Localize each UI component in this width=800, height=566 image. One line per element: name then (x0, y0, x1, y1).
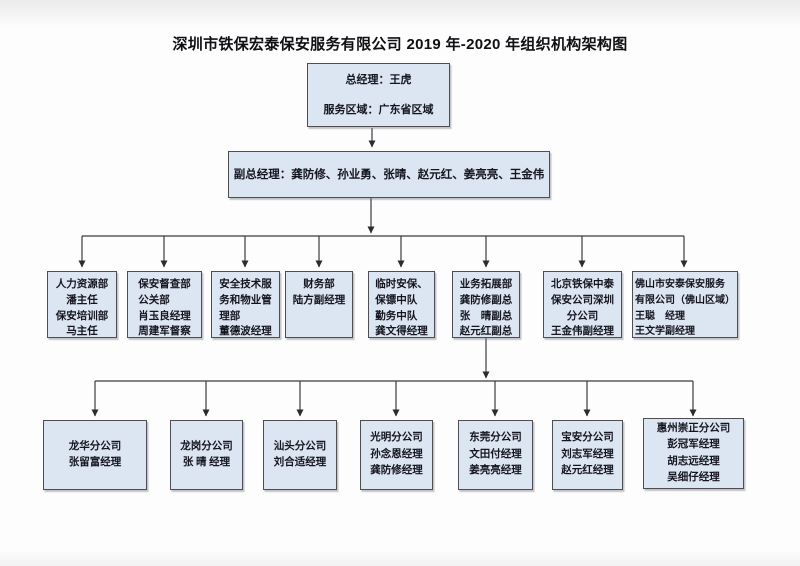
branch-huizhou-chongzheng-text: 惠州崇正分公司 彭冠军经理 胡志远经理 吴细仔经理 (656, 422, 731, 484)
dept-security-tech-property: 安全技术服 务和物业管 理部 董德波经理 (211, 271, 280, 338)
branch-shantou: 汕头分公司 刘合适经理 (263, 420, 337, 490)
branch-guangming-text: 光明分公司 孙念恩经理 龚防修经理 (370, 432, 423, 477)
dept-hr-training-text: 人力资源部 潘主任 保安培训部 马主任 (55, 279, 109, 338)
dept-foshan-antai-text: 佛山市安泰保安服务 有限公司（佛山区域） 王聪 经理 王文学副经理 (635, 279, 735, 338)
dept-finance: 财务部 陆方副经理 (285, 271, 353, 338)
dept-finance-text: 财务部 陆方副经理 (292, 279, 346, 306)
branch-baoan-text: 宝安分公司 刘志军经理 赵元红经理 (561, 432, 614, 477)
dept-business-development-text: 业务拓展部 龚防修副总 张 晴副总 赵元红副总 (459, 279, 513, 338)
branch-longhua: 龙华分公司 张留富经理 (43, 420, 147, 490)
branch-baoan: 宝安分公司 刘志军经理 赵元红经理 (552, 420, 623, 490)
box-general-manager: 总经理：王虎 服务区域：广东省区域 (307, 63, 450, 127)
page-title: 深圳市铁保宏泰保安服务有限公司 2019 年-2020 年组织机构架构图 (172, 36, 628, 53)
dept-temp-security-escort: 临时安保、 保镖中队 勤务中队 龚文得经理 (368, 271, 435, 338)
branch-dongguan-text: 东莞分公司 文田付经理 姜亮亮经理 (469, 432, 522, 477)
dept-security-tech-property-text: 安全技术服 务和物业管 理部 董德波经理 (219, 279, 272, 338)
dept-hr-training: 人力资源部 潘主任 保安培训部 马主任 (47, 271, 117, 338)
deputy-general-managers-text: 副总经理：龚防修、孙业勇、张晴、赵元红、姜亮亮、王金伟 (233, 168, 545, 181)
branch-longhua-text: 龙华分公司 张留富经理 (68, 440, 122, 469)
dept-beijing-tiebao-zhongtai-shenzhen: 北京铁保中泰 保安公司深圳 分公司 王金伟副经理 (543, 271, 622, 338)
dept-business-development: 业务拓展部 龚防修副总 张 晴副总 赵元红副总 (452, 271, 520, 338)
branch-longgang-text: 龙岗分公司 张 晴 经理 (180, 440, 233, 469)
dept-supervision-pr-text: 保安督查部 公关部 肖玉良经理 周建军督察 (138, 279, 191, 338)
general-manager-text: 总经理：王虎 服务区域：广东省区域 (323, 74, 434, 116)
dept-foshan-antai: 佛山市安泰保安服务 有限公司（佛山区域） 王聪 经理 王文学副经理 (632, 271, 738, 338)
dept-temp-security-escort-text: 临时安保、 保镖中队 勤务中队 龚文得经理 (375, 279, 428, 338)
branch-guangming: 光明分公司 孙念恩经理 龚防修经理 (360, 420, 433, 490)
branch-dongguan: 东莞分公司 文田付经理 姜亮亮经理 (458, 420, 533, 490)
branch-huizhou-chongzheng: 惠州崇正分公司 彭冠军经理 胡志远经理 吴细仔经理 (643, 418, 744, 489)
branch-shantou-text: 汕头分公司 刘合适经理 (273, 440, 327, 469)
dept-beijing-tiebao-zhongtai-shenzhen-text: 北京铁保中泰 保安公司深圳 分公司 王金伟副经理 (551, 279, 614, 338)
box-deputy-general-managers: 副总经理：龚防修、孙业勇、张晴、赵元红、姜亮亮、王金伟 (228, 151, 550, 198)
dept-supervision-pr: 保安督查部 公关部 肖玉良经理 周建军督察 (127, 271, 202, 338)
branch-longgang: 龙岗分公司 张 晴 经理 (170, 420, 243, 490)
